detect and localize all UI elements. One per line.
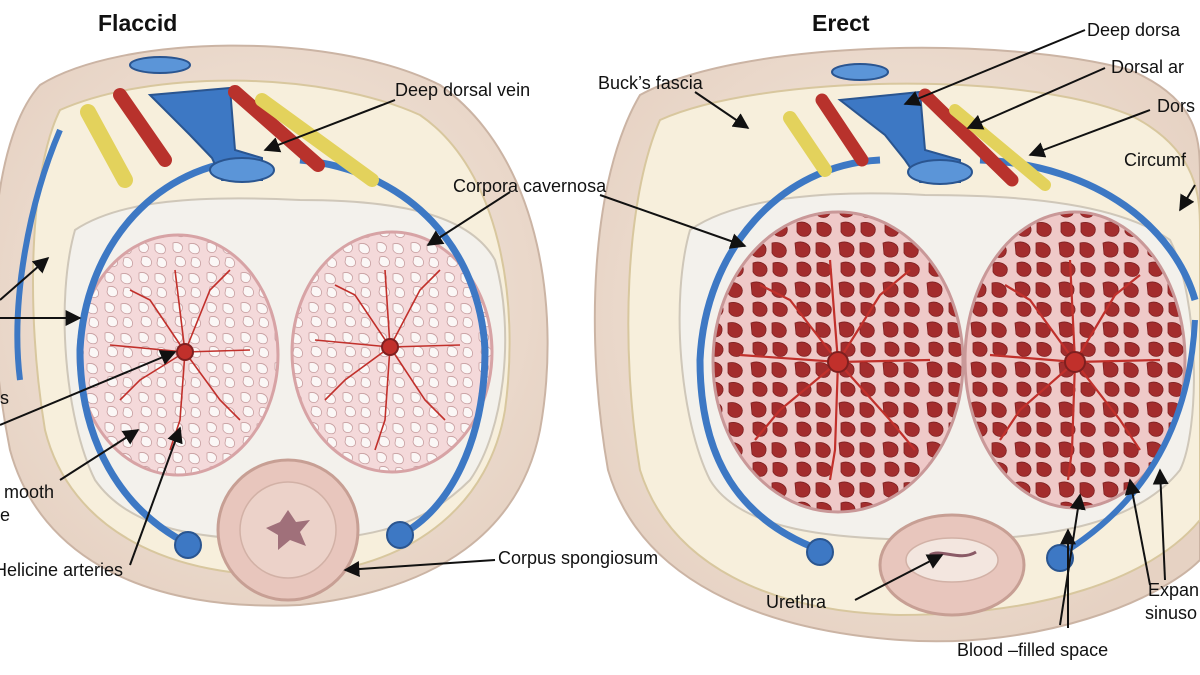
label-partial-s: s <box>0 388 9 408</box>
flaccid-section <box>0 44 549 607</box>
flaccid-central-artery-left <box>176 343 194 361</box>
flaccid-urethra <box>266 510 310 550</box>
label-blood-filled-space: Blood –filled space <box>957 640 1109 660</box>
flaccid-dorsal-nerve-left <box>80 104 133 188</box>
label-deep-dorsal-right: Deep dorsa <box>1087 20 1181 40</box>
label-smooth-muscle-1: mooth <box>4 482 55 502</box>
arrow-urethra <box>854 554 944 601</box>
flaccid-helicine-arteries-right <box>314 269 461 451</box>
erect-circumflex-vein-left <box>696 156 881 554</box>
label-corpora-cavernosa: Corpora cavernosa <box>453 176 607 196</box>
arrow-erect-corpora <box>599 194 747 249</box>
erect-dorsal-artery-right <box>918 88 1019 187</box>
erect-helicine-arteries-left <box>739 259 931 481</box>
arrow-expanded-1 <box>1124 478 1151 586</box>
label-bucks-fascia: Buck’s fascia <box>598 73 703 93</box>
erect-lower-vein-right <box>1046 544 1074 572</box>
flaccid-circumflex-vein-left <box>76 156 246 549</box>
label-dorsal-nerve-right: Dors <box>1157 96 1196 116</box>
erect-helicine-arteries-right <box>989 259 1161 481</box>
erect-central-artery-right <box>1064 351 1086 373</box>
label-corpus-spongiosum: Corpus spongiosum <box>498 548 659 568</box>
arrow-smooth-muscle <box>59 429 140 481</box>
arrow-circumflex-right <box>1179 184 1196 212</box>
flaccid-dorsal-artery-left <box>113 88 172 167</box>
flaccid-dorsal-nerve-right <box>255 93 379 187</box>
arrow-expanded-2 <box>1152 468 1169 581</box>
arrow-deep-dorsal-right <box>903 29 1086 106</box>
label-smooth-muscle-2: e <box>0 505 11 525</box>
flaccid-central-artery-right <box>381 338 399 356</box>
erect-urethra <box>929 550 977 558</box>
label-helicine-arteries: Helicine arteries <box>0 560 124 580</box>
erect-lower-vein-left <box>806 538 834 566</box>
arrow-corpus-spongiosum <box>343 559 496 578</box>
label-deep-dorsal-vein: Deep dorsal vein <box>395 80 531 100</box>
erect-section <box>593 46 1200 643</box>
arrow-bucks-fascia <box>694 91 750 129</box>
leader-arrows <box>0 29 1196 628</box>
flaccid-lower-vein-left <box>174 531 202 559</box>
erect-dorsal-nerve-left <box>783 111 832 177</box>
arrow-corpora-cavernosa <box>426 191 511 246</box>
arrow-helicine-arteries <box>129 426 183 566</box>
title-flaccid: Flaccid <box>98 10 178 36</box>
flaccid-dorsal-artery-right <box>228 85 325 172</box>
label-urethra: Urethra <box>766 592 827 612</box>
flaccid-lower-vein-right <box>386 521 414 549</box>
title-erect: Erect <box>812 10 870 36</box>
arrow-left-upper-1 <box>0 256 50 301</box>
label-expanded-2: sinuso <box>1145 603 1198 623</box>
arrow-left-central <box>0 350 177 426</box>
arrow-deep-dorsal-vein <box>263 99 396 153</box>
arrow-blood-filled-1 <box>1059 493 1086 626</box>
label-expanded-1: Expan <box>1148 580 1200 600</box>
label-dorsal-artery-right: Dorsal ar <box>1111 57 1185 77</box>
arrow-dorsal-artery-right <box>966 67 1106 130</box>
label-circumflex: Circumf <box>1124 150 1186 170</box>
erect-central-artery-left <box>827 351 849 373</box>
erect-dorsal-artery-left <box>815 93 869 167</box>
arrow-dorsal-nerve-right <box>1028 109 1151 158</box>
flaccid-circumflex-vein-right <box>299 156 489 539</box>
